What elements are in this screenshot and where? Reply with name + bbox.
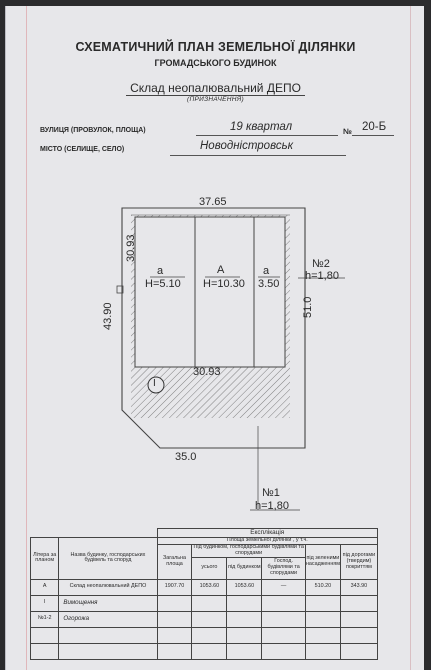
explication-title: Експлікація — [156, 528, 379, 538]
plot-top-length: 37.65 — [199, 196, 227, 208]
room-a2-label: а — [263, 265, 270, 277]
col-under-house: під будинком — [226, 556, 263, 580]
fence2-label: №2 — [312, 258, 330, 270]
plot-right-length: 51.0 — [302, 296, 314, 318]
col-roads: під дорогами (твердим) покриттям — [339, 544, 379, 580]
composition-line: Склад неопалювальний ДЕПО — [0, 81, 431, 96]
city-value: Новодністровськ — [200, 140, 294, 152]
purpose-label: (ПРИЗНАЧЕННЯ) — [187, 96, 244, 103]
margin-line — [26, 6, 27, 670]
col-name: Назва будинку, господарських будівель та… — [58, 537, 158, 580]
building-side-length: 30.93 — [125, 234, 137, 262]
col-sub: усього — [191, 556, 228, 580]
explication-table: Експлікація Літера за планом Назва будин… — [29, 528, 379, 660]
street-underline — [196, 135, 338, 136]
fence1-label: №1 — [262, 487, 280, 499]
table-row: А Склад неопалювальний ДЕПО 1907.70 1053… — [29, 578, 379, 596]
table-row: І Вимощення — [29, 594, 379, 612]
building-outline — [134, 216, 286, 368]
fence1-height: h=1,80 — [255, 500, 289, 512]
col-total: Загальна площа — [156, 544, 193, 580]
entrance-square — [116, 285, 124, 294]
street-label: ВУЛИЦЯ (ПРОВУЛОК, ПЛОЩА) — [40, 127, 146, 134]
street-value: 19 квартал — [230, 121, 293, 133]
col-green: під зеленими насадженнями — [304, 544, 341, 580]
building-bottom-length: 30.93 — [193, 366, 221, 378]
document-title: СХЕМАТИЧНИЙ ПЛАН ЗЕМЕЛЬНОЇ ДІЛЯНКИ — [75, 40, 356, 54]
group-area: Площа земельної ділянки , у т.ч. — [156, 537, 379, 545]
room-a2-height: 3.50 — [258, 278, 280, 290]
plot-boundary — [121, 207, 306, 449]
plot-bottom-length: 35.0 — [175, 451, 197, 463]
city-label: МІСТО (СЕЛИЩЕ, СЕЛО) — [40, 146, 125, 153]
table-row: №1-2 Огорожа — [29, 610, 379, 628]
table-row — [29, 626, 379, 644]
number-label: № — [343, 127, 352, 136]
room-A-label: А — [217, 264, 225, 276]
col-outbuildings: Господ. будівлями та спорудами — [261, 556, 306, 580]
number-underline — [352, 135, 394, 136]
col-liter: Літера за планом — [29, 537, 60, 580]
margin-line-right — [410, 6, 411, 670]
composition-value: Склад неопалювальний ДЕПО — [126, 81, 305, 96]
number-value: 20-Б — [362, 121, 387, 133]
room-A-height: Н=10.30 — [203, 278, 245, 290]
table-row — [29, 642, 379, 660]
plot-left-length: 43.90 — [102, 302, 114, 330]
city-underline — [170, 155, 346, 156]
paving-marker-circle — [147, 376, 165, 394]
room-a1-label: а — [157, 265, 164, 277]
group-buildings: Під будинком, господарськими будівлями т… — [191, 544, 306, 558]
document-subtitle: ГРОМАДСЬКОГО БУДИНОК — [154, 58, 277, 68]
room-a1-height: Н=5.10 — [145, 278, 181, 290]
fence2-height: h=1,80 — [305, 270, 339, 282]
paving-marker-label: І — [153, 378, 156, 389]
